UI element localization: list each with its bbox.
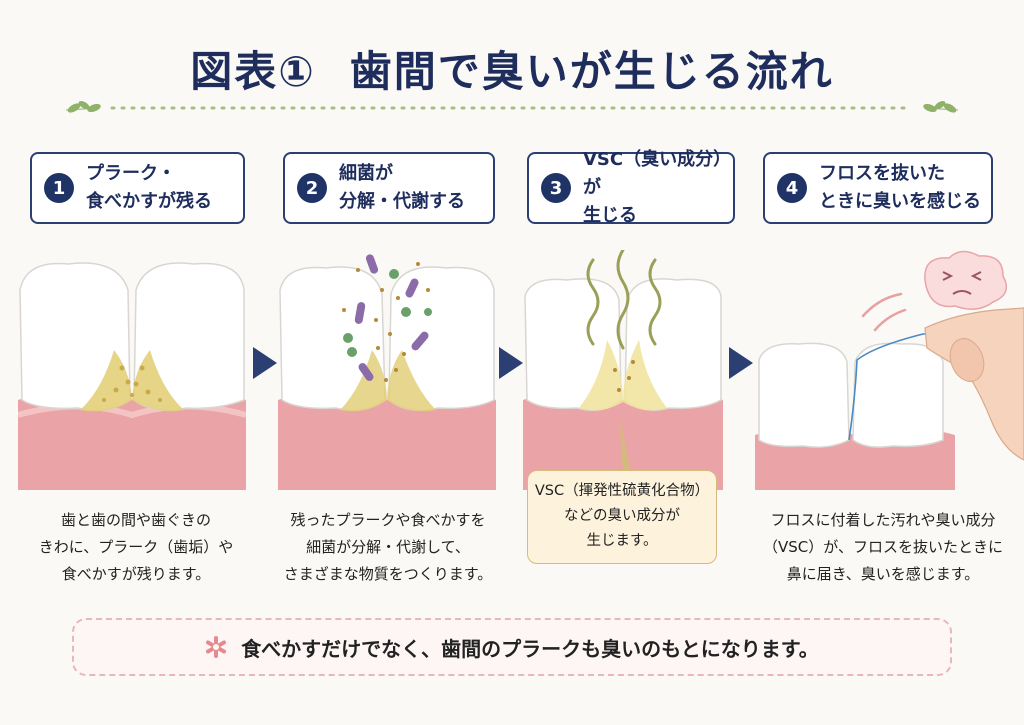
odor-line-icon [861, 292, 907, 332]
step-1-number: 1 [44, 173, 74, 203]
vsc-callout: VSC（揮発性硫黄化合物） などの臭い成分が 生じます。 [527, 470, 717, 564]
step-4-description: フロスに付着した汚れや臭い成分 （VSC）が、フロスを抜いたときに 鼻に届き、臭… [763, 511, 1003, 583]
teeth-floss-illustration [755, 250, 1024, 490]
figure-number: 図表① [190, 47, 316, 96]
step-1-box: 1 プラーク・ 食べかすが残る [30, 152, 245, 224]
step-3-label: VSC（臭い成分）が 生じる [583, 149, 732, 226]
step-2-number: 2 [297, 173, 327, 203]
teeth-bacteria-illustration [278, 254, 496, 490]
step-4-number: 4 [777, 173, 807, 203]
footer-note: 食べかすだけでなく、歯間のプラークも臭いのもとになります。 [72, 618, 952, 676]
step-4-box: 4 フロスを抜いた ときに臭いを感じる [763, 152, 993, 224]
step-4-label: フロスを抜いた ときに臭いを感じる [819, 163, 981, 212]
step-2-description: 残ったプラークや食べかすを 細菌が分解・代謝して、 さまざまな物質をつくります。 [283, 511, 493, 583]
step-3-box: 3 VSC（臭い成分）が 生じる [527, 149, 735, 226]
arrow-right-icon [253, 347, 277, 379]
asterisk-flower-icon [206, 636, 227, 658]
arrow-right-icon [499, 347, 523, 379]
arrow-right-icon [729, 347, 753, 379]
page-title: 図表① 歯間で臭いが生じる流れ [0, 38, 1024, 99]
step-1-description: 歯と歯の間や歯ぐきの きわに、プラーク（歯垢）や 食べかすが残ります。 [38, 511, 234, 583]
teeth-vsc-illustration [523, 250, 723, 490]
step-1-label: プラーク・ 食べかすが残る [86, 163, 212, 212]
right-leaf-icon [923, 101, 959, 113]
teeth-plaque-illustration [18, 262, 246, 490]
step-3-number: 3 [541, 173, 571, 203]
hand-icon [924, 307, 1024, 461]
footer-text: 食べかすだけでなく、歯間のプラークも臭いのもとになります。 [241, 636, 819, 661]
bacteria-cluster [342, 254, 432, 382]
title-text: 歯間で臭いが生じる流れ [349, 47, 834, 96]
left-leaf-icon [65, 101, 101, 113]
step-2-box: 2 細菌が 分解・代謝する [283, 152, 495, 224]
odor-wave-icon [586, 250, 662, 350]
step-2-label: 細菌が 分解・代謝する [339, 163, 465, 212]
disgusted-face-icon [924, 250, 1008, 310]
leaf-divider [65, 101, 959, 113]
